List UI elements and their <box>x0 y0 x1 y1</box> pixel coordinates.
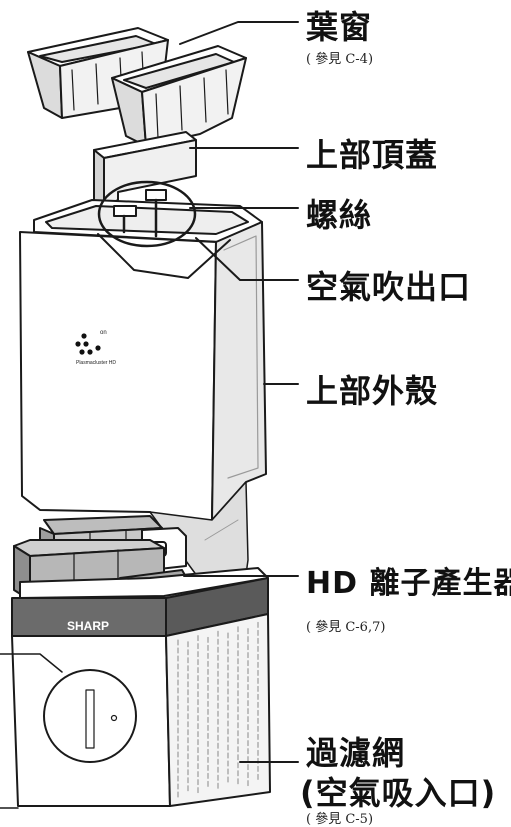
label-filter: 過濾網 <box>306 734 406 772</box>
logo-text: Plasmacluster HD <box>76 360 116 366</box>
screws-part <box>97 180 197 248</box>
power-mark-text: on <box>100 330 107 336</box>
label-fins-ref: ( 參見 C-4) <box>306 52 374 67</box>
label-air-outlet: 空氣吹出口 <box>306 268 472 306</box>
label-upper-housing: 上部外殼 <box>306 372 439 410</box>
top-cover-part <box>93 131 197 207</box>
label-top-cover: 上部頂蓋 <box>306 136 439 174</box>
label-filter-ref: ( 參見 C-5) <box>306 812 374 827</box>
fins-part <box>27 27 247 147</box>
label-fins: 葉窗 <box>306 8 373 46</box>
label-ion-generator: HD 離子產生器 <box>306 566 511 601</box>
label-screws: 螺絲 <box>306 196 373 234</box>
filter-grille <box>177 621 259 798</box>
label-air-inlet: (空氣吸入口) <box>300 774 497 812</box>
brand-text: SHARP <box>67 619 109 633</box>
leader-lines <box>97 21 299 763</box>
label-ion-generator-ref: ( 參見 C-6,7) <box>306 620 386 635</box>
plasmacluster-logo-icon <box>75 333 101 355</box>
base-unit-part <box>0 567 271 809</box>
